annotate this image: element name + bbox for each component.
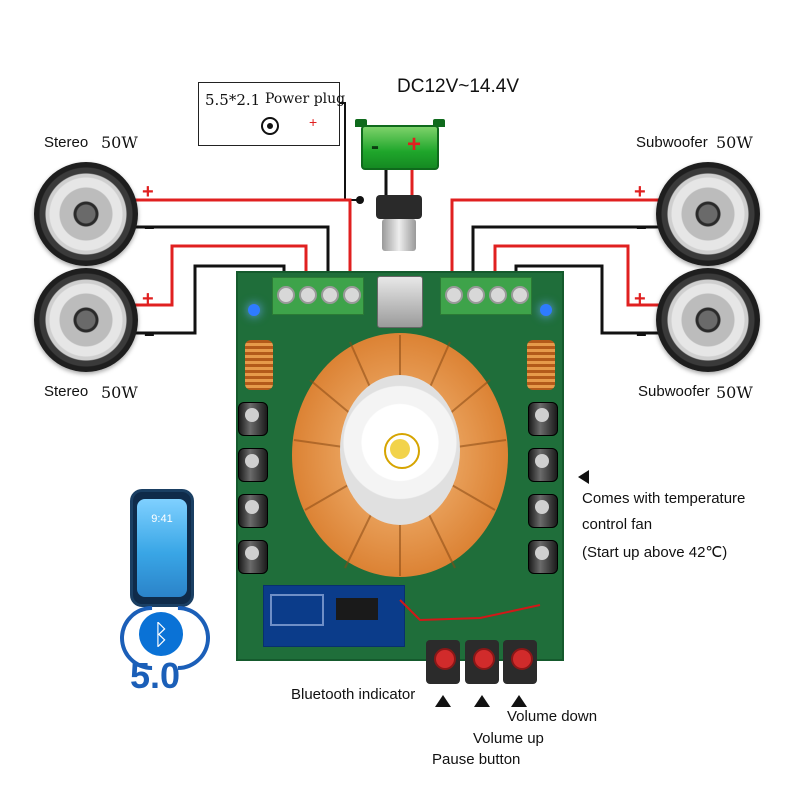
speaker-subwoofer-bottom [656,268,760,372]
battery-icon: - + [355,119,445,170]
power-plug-label: Power plug [265,91,346,107]
label-subwoofer-bottom: Subwoofer [638,383,710,400]
bluetooth-indicator-label: Bluetooth indicator [291,686,416,703]
plug-size-label: 5.5*2.1 [205,91,261,109]
capacitor [238,402,268,436]
dc-jack-icon [261,117,279,135]
volume-down-button[interactable] [503,640,537,684]
inductor [527,340,555,390]
label-stereo-bottom-power: 50W [101,383,138,402]
led-indicator [248,304,260,316]
led-indicator [540,304,552,316]
speaker-subwoofer-top [656,162,760,266]
pointer-fan [578,470,589,484]
pointer-volume-down [511,695,527,707]
phone-time: 9:41 [151,513,173,525]
dc-input-socket [377,276,423,328]
capacitor [238,448,268,482]
power-plug-box: 5.5*2.1 Power plug + [198,82,345,146]
smartphone-icon: 9:41 [130,489,194,607]
terminal-block-left [272,277,364,315]
polarity-plus: + [634,288,646,310]
label-stereo-bottom: Stereo [44,383,89,400]
pointer-volume-up [474,695,490,707]
label-subwoofer-top-power: 50W [716,133,753,152]
capacitor [528,540,558,574]
battery-minus: - [371,133,379,160]
polarity-plus: + [142,288,154,310]
pointer-pause [435,695,451,707]
fan-note-line1: Comes with temperature [582,490,746,507]
volume-up-label: Volume up [473,730,544,747]
polarity-plus: + [142,181,154,203]
battery-plus: + [407,131,422,158]
inductor [245,340,273,390]
speaker-stereo-bottom [34,268,138,372]
bluetooth-module [263,585,405,647]
polarity-minus: − [636,218,647,238]
fan-note-line3: (Start up above 42℃) [582,544,728,561]
label-subwoofer-top: Subwoofer [636,134,708,151]
cooling-fan [340,375,460,525]
polarity-plus: + [634,181,646,203]
bluetooth-version: 5.0 [130,655,181,696]
voltage-label: DC12V~14.4V [397,76,519,97]
plug-plus-sign: + [309,114,318,130]
polarity-minus: − [144,325,155,345]
polarity-minus: − [144,218,155,238]
label-stereo-top-power: 50W [101,133,138,152]
pause-button[interactable] [426,640,460,684]
volume-up-button[interactable] [465,640,499,684]
speaker-stereo-top [34,162,138,266]
terminal-block-right [440,277,532,315]
label-subwoofer-bottom-power: 50W [716,383,753,402]
capacitor [528,448,558,482]
bluetooth-icon [139,612,183,656]
dc-barrel-connector [372,195,426,255]
capacitor [528,402,558,436]
fan-note-line2: control fan [582,516,653,533]
capacitor [238,540,268,574]
capacitor [528,494,558,528]
polarity-minus: − [636,325,647,345]
volume-down-label: Volume down [507,708,598,725]
label-stereo-top: Stereo [44,134,89,151]
capacitor [238,494,268,528]
pause-button-label: Pause button [432,751,521,768]
